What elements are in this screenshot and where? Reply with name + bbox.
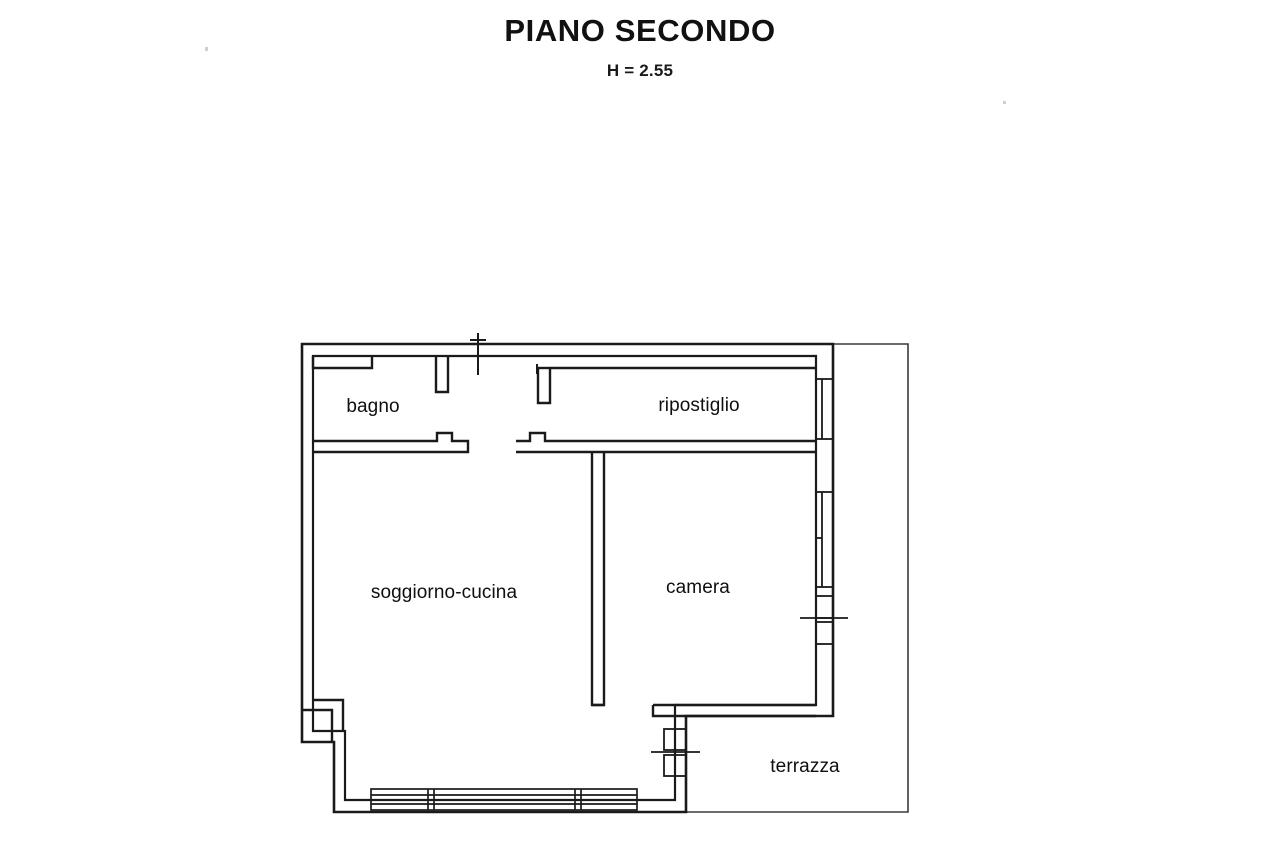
door-camera-terrazza: [651, 728, 700, 777]
scan-artifact-speck: [1003, 101, 1006, 104]
bagno-east-wall-stub: [434, 356, 450, 394]
window-camera-east-lower: [800, 595, 848, 645]
central-partition-wall: [590, 452, 606, 707]
ceiling-height-note: H = 2.55: [606, 60, 674, 80]
room-label-bagno: bagno: [346, 396, 400, 417]
left-wall-step-notch: [302, 698, 345, 742]
entry-door-marker: [470, 333, 538, 375]
window-camera-east-upper: [815, 491, 834, 588]
perimeter-walls: [300, 342, 835, 814]
perimeter-walls-inner: [311, 354, 818, 802]
room-label-camera: camera: [666, 577, 730, 598]
scan-artifact-speck: [205, 47, 208, 51]
ripostiglio-west-wall-stub: [536, 366, 552, 405]
window-ripostiglio-east: [815, 378, 834, 440]
camera-south-wall: [651, 703, 816, 718]
room-label-terrazza: terrazza: [770, 756, 840, 777]
room-label-soggiorno-cucina: soggiorno-cucina: [370, 582, 518, 603]
window-soggiorno-south: [370, 788, 638, 811]
title-block: PIANO SECONDO H = 2.55: [0, 13, 1280, 81]
upper-partition-wall: [313, 431, 816, 454]
terrazza-outline: [686, 343, 909, 813]
page-title: PIANO SECONDO: [504, 13, 776, 48]
room-label-ripostiglio: ripostiglio: [658, 395, 740, 416]
bagno-top-jog: [311, 356, 374, 370]
